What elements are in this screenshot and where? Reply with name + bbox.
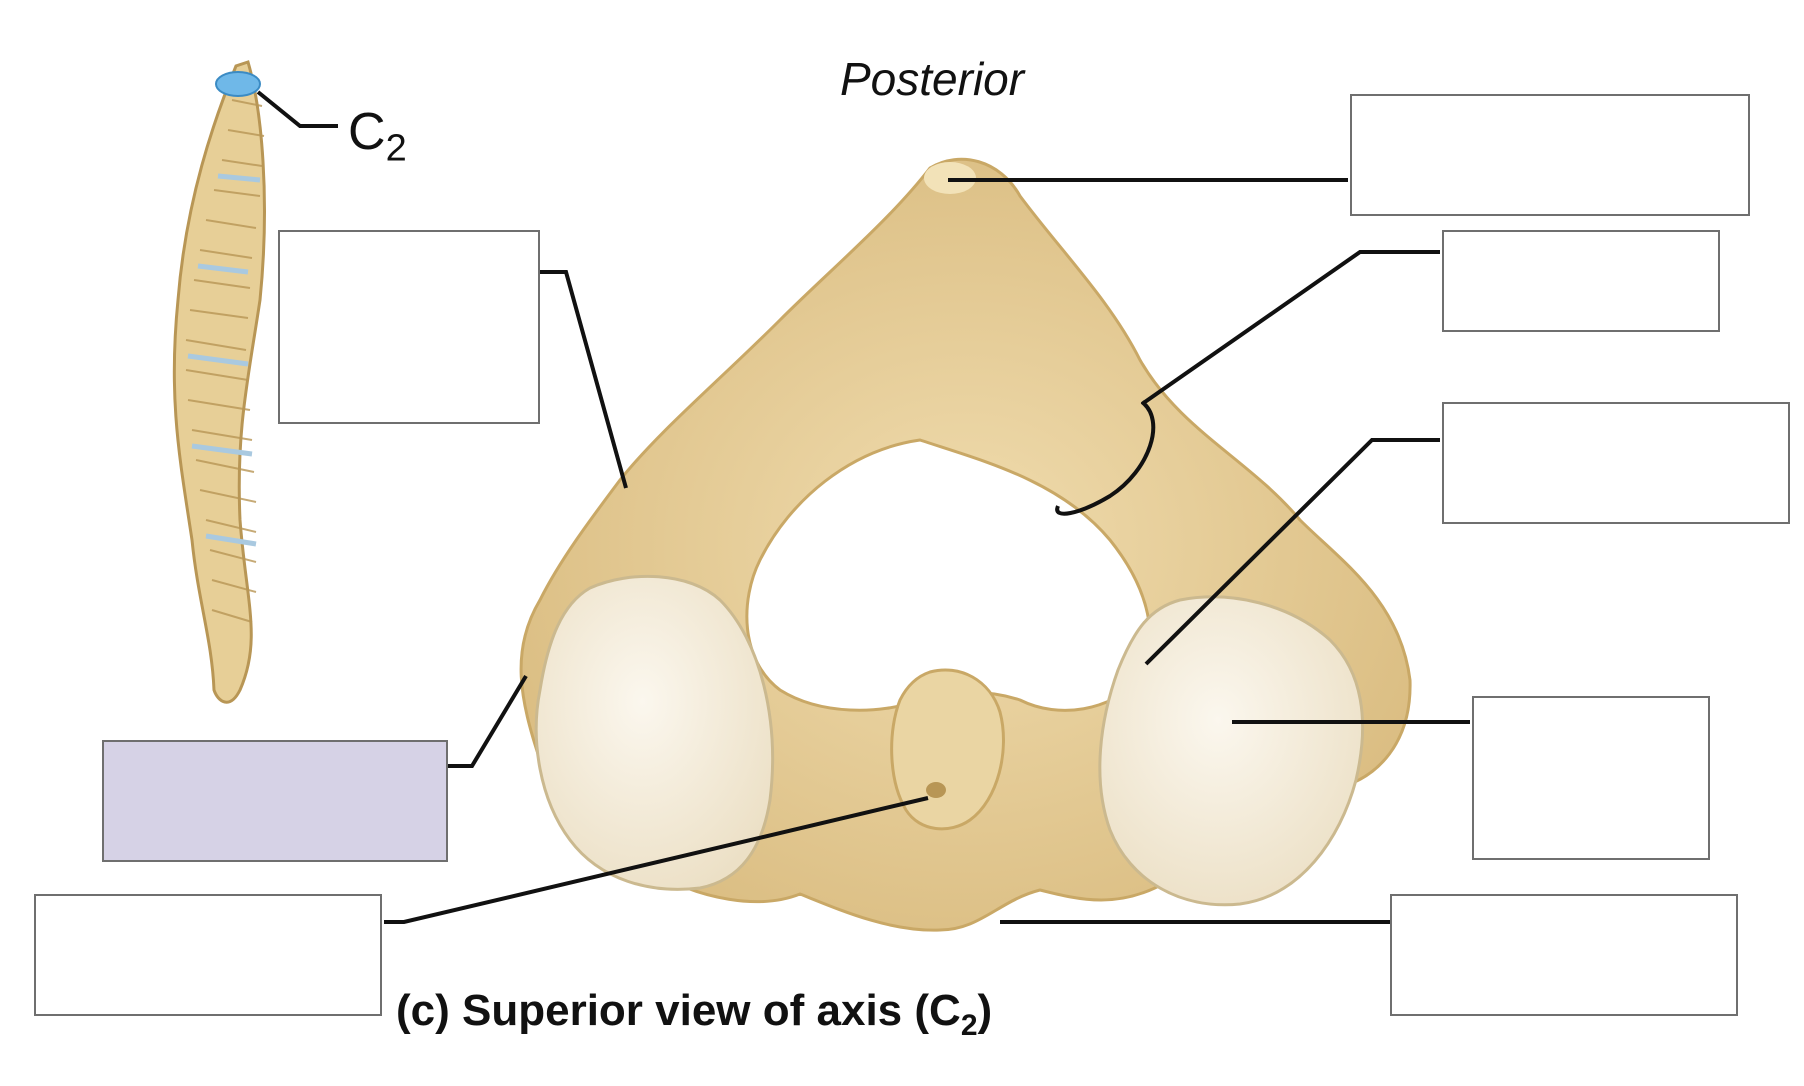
label-box-vertebral-foramen[interactable] (1442, 230, 1720, 332)
dens (890, 668, 1005, 831)
label-box-lamina[interactable] (278, 230, 540, 424)
right-superior-articular-facet (1098, 595, 1365, 907)
figure-caption: (c) Superior view of axis (C2) (396, 986, 992, 1043)
caption-subscript: 2 (960, 1008, 978, 1042)
axis-vertebra (519, 157, 1412, 932)
vertebra-letter: C (348, 103, 386, 161)
leader-pedicle (1144, 438, 1440, 666)
foramen-bracket (1055, 400, 1156, 516)
label-box-spinous-process[interactable] (1350, 94, 1750, 216)
label-box-dens[interactable] (34, 894, 382, 1016)
leader-lines (384, 178, 1470, 924)
leader-lamina (538, 270, 628, 489)
c2-highlight (215, 71, 261, 97)
caption-close: ) (977, 986, 993, 1035)
vertebral-column-thumbnail (172, 60, 338, 704)
leader-vertebral-foramen (1140, 250, 1440, 406)
label-box-body[interactable] (1390, 894, 1738, 1016)
label-box-superior-articular-facet[interactable] (1472, 696, 1710, 860)
orientation-label: Posterior (840, 53, 1025, 105)
left-superior-articular-facet (534, 574, 774, 891)
caption-text: (c) Superior view of axis (C (396, 986, 961, 1035)
label-box-transverse-foramen[interactable] (102, 740, 448, 862)
vertebra-number: 2 (385, 127, 407, 170)
label-box-pedicle[interactable] (1442, 402, 1790, 524)
leader-transverse-process (446, 674, 528, 768)
leader-dens (384, 796, 929, 924)
vertebra-level-label: C2 (348, 102, 407, 170)
